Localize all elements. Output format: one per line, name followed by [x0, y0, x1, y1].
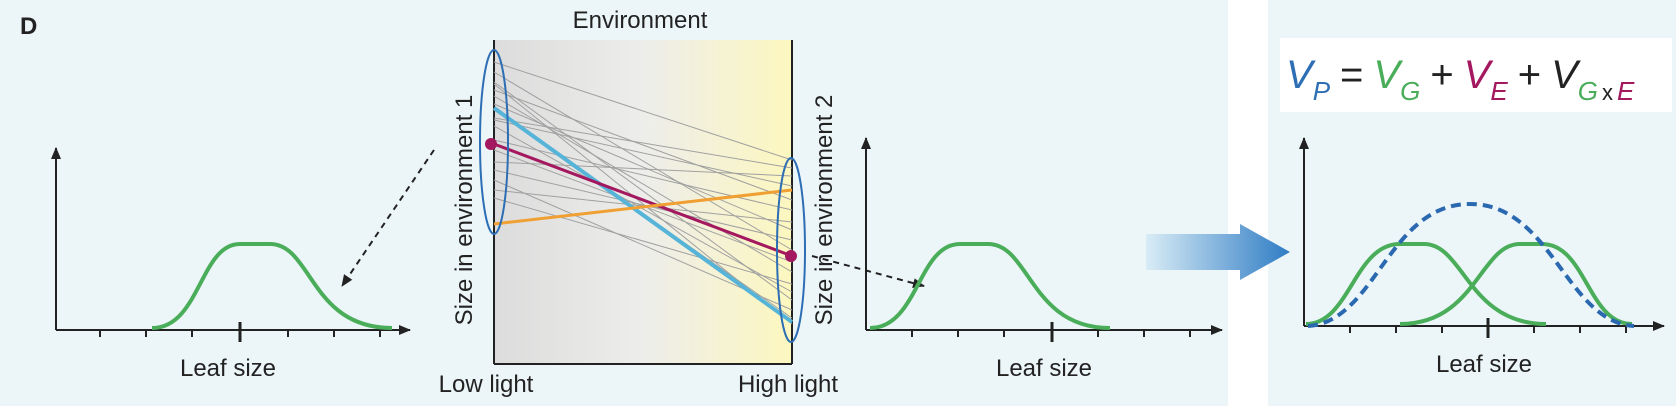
environment-gradient: [494, 40, 792, 364]
env1-to-distribution-arrow: [341, 149, 435, 287]
middle-xlabel: Leaf size: [996, 355, 1092, 382]
plus-sign-1: +: [1430, 53, 1453, 97]
combined-phenotype-curve: [1307, 201, 1635, 328]
equals-sign: =: [1340, 53, 1363, 97]
vgxe-subscript-e: E: [1617, 76, 1635, 106]
environment-title: Environment: [573, 7, 708, 34]
vg-subscript: G: [1400, 76, 1420, 106]
env1-axis-label: Size in environment 1: [451, 95, 478, 326]
middle-axis-ticks: [911, 322, 1191, 342]
ve-subscript: E: [1490, 76, 1508, 106]
vgxe-subscript-g: G: [1578, 76, 1598, 106]
genotype-line-blue: [492, 106, 794, 324]
low-light-label: Low light: [439, 371, 534, 398]
plus-sign-2: +: [1518, 53, 1541, 97]
right-axis-ticks: [1349, 318, 1627, 338]
vg-symbol: V: [1373, 53, 1403, 97]
env1-point-magenta: [485, 138, 497, 150]
env2-point-magenta: [785, 250, 797, 262]
panel-letter: D: [20, 13, 37, 40]
right-distribution-curve-a: [1305, 242, 1547, 326]
vgxe-times: x: [1602, 80, 1613, 105]
genotype-line-magenta: [493, 142, 793, 258]
middle-distribution: Leaf size: [861, 137, 1223, 382]
reaction-norm-plot: Environment Low light High light Size in…: [439, 7, 839, 398]
env2-axis-label: Size in environment 2: [811, 95, 838, 326]
transition-arrow: [1146, 224, 1290, 280]
middle-distribution-curve: [869, 242, 1111, 330]
env2-to-distribution-arrow: [811, 255, 925, 288]
env2-ellipse: [776, 157, 806, 343]
vgxe-symbol: V: [1551, 53, 1581, 97]
left-axis-ticks: [99, 322, 381, 342]
genotype-line-orange: [493, 188, 793, 226]
ve-symbol: V: [1464, 53, 1494, 97]
right-distribution-curve-b: [1399, 242, 1633, 326]
vp-symbol: V: [1286, 53, 1316, 97]
equation-box: [1280, 38, 1672, 112]
left-distribution-curve: [151, 242, 393, 330]
env1-ellipse: [479, 49, 509, 235]
right-distribution: Leaf size: [1299, 137, 1665, 378]
left-distribution: Leaf size: [51, 147, 411, 382]
vp-subscript: P: [1313, 76, 1331, 106]
left-xlabel: Leaf size: [180, 355, 276, 382]
high-light-label: High light: [738, 371, 838, 398]
right-xlabel: Leaf size: [1436, 351, 1532, 378]
